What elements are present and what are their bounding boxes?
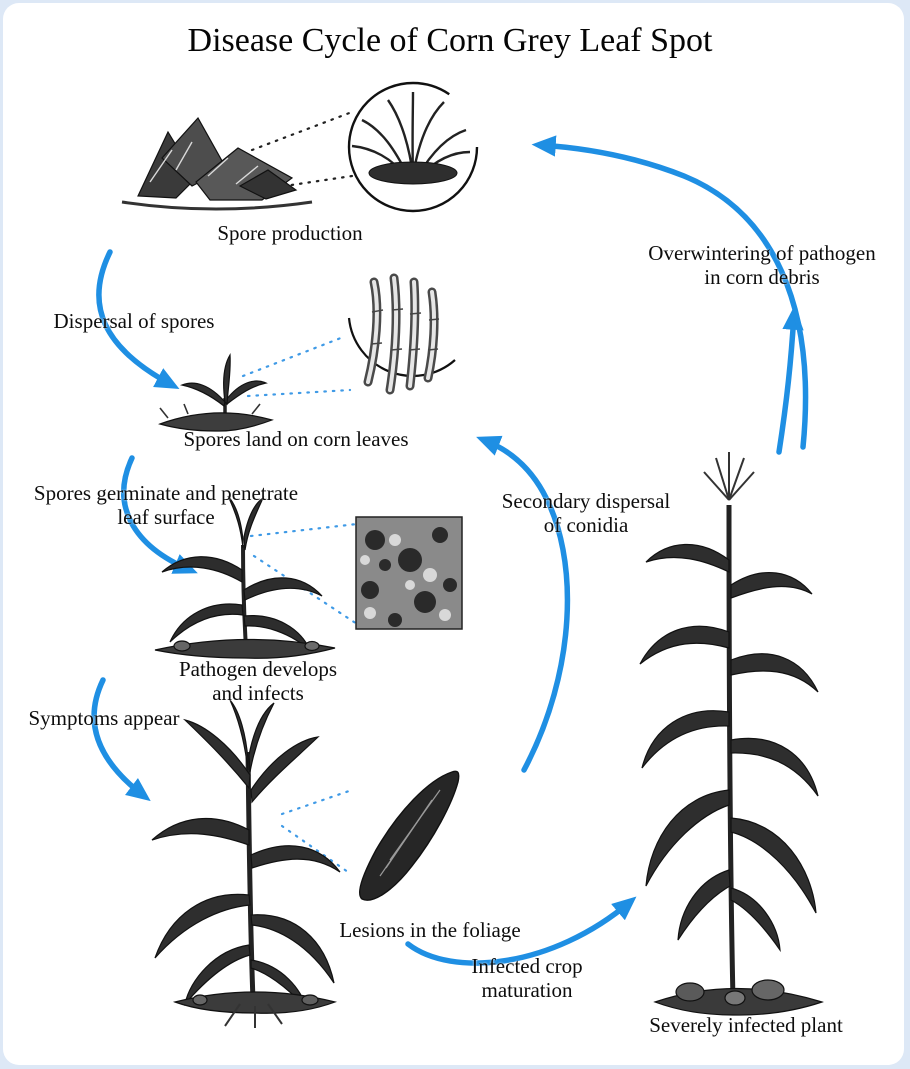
symptomatic-corn-plant-illustration bbox=[151, 699, 341, 1028]
label-pathogen-develops-line1: Pathogen develops bbox=[178, 657, 338, 681]
label-overwintering-line1: Overwintering of pathogen bbox=[648, 241, 876, 265]
arrow-lesions-to-severe-plant bbox=[405, 896, 637, 966]
severely-infected-plant-illustration bbox=[639, 452, 824, 1016]
dotted-line-plant-to-leaf-surface bbox=[249, 522, 359, 626]
label-severely-infected: Severely infected plant bbox=[649, 1013, 843, 1037]
young-corn-plant-illustration bbox=[154, 495, 336, 659]
conidia-illustration bbox=[347, 273, 456, 395]
label-symptoms-appear: Symptoms appear bbox=[28, 706, 180, 730]
label-spores-land: Spores land on corn leaves bbox=[183, 427, 409, 451]
lesion-closeup-illustration bbox=[358, 770, 460, 901]
leaf-surface-closeup-illustration bbox=[355, 516, 463, 630]
label-pathogen-develops: Pathogen develops and infects bbox=[178, 657, 338, 705]
label-germinate-line2: leaf surface bbox=[117, 504, 215, 529]
tassel-icon bbox=[703, 452, 755, 501]
label-secondary-dispersal-line1: Secondary dispersal bbox=[501, 489, 671, 513]
arrow-secondary-dispersal bbox=[476, 435, 571, 773]
label-infected-crop-line1: Infected crop bbox=[471, 954, 583, 978]
label-infected-crop-line2: maturation bbox=[481, 977, 573, 1002]
arrow-overwintering-to-spore-production bbox=[531, 135, 809, 450]
dotted-line-seedling-to-conidia bbox=[241, 334, 352, 398]
spore-production-tuft-illustration bbox=[347, 81, 479, 213]
arrow-spores-land-to-germinate bbox=[121, 455, 198, 574]
arrow-pathogen-to-symptoms bbox=[91, 677, 151, 802]
label-germinate-line1: Spores germinate and penetrate bbox=[33, 481, 299, 505]
label-dispersal-of-spores: Dispersal of spores bbox=[53, 309, 215, 333]
corn-seedling-illustration bbox=[158, 353, 274, 432]
label-secondary-dispersal-line2: of conidia bbox=[543, 512, 629, 537]
arrow-spore-production-to-dispersal bbox=[96, 249, 180, 390]
corn-debris-illustration bbox=[121, 116, 313, 211]
label-lesions: Lesions in the foliage bbox=[339, 918, 521, 942]
label-infected-crop: Infected crop maturation bbox=[471, 954, 583, 1002]
label-germinate: Spores germinate and penetrate leaf surf… bbox=[33, 481, 299, 529]
label-spore-production: Spore production bbox=[217, 221, 363, 245]
label-overwintering-line2: in corn debris bbox=[704, 264, 820, 289]
label-pathogen-develops-line2: and infects bbox=[212, 680, 304, 705]
page-title: Disease Cycle of Corn Grey Leaf Spot bbox=[187, 22, 713, 59]
dotted-line-plant-to-lesion bbox=[280, 788, 354, 874]
label-overwintering: Overwintering of pathogen in corn debris bbox=[648, 241, 876, 289]
dotted-line-debris-to-tuft bbox=[250, 110, 354, 192]
label-secondary-dispersal: Secondary dispersal of conidia bbox=[501, 489, 671, 537]
arrow-severe-plant-to-overwintering bbox=[776, 305, 804, 455]
